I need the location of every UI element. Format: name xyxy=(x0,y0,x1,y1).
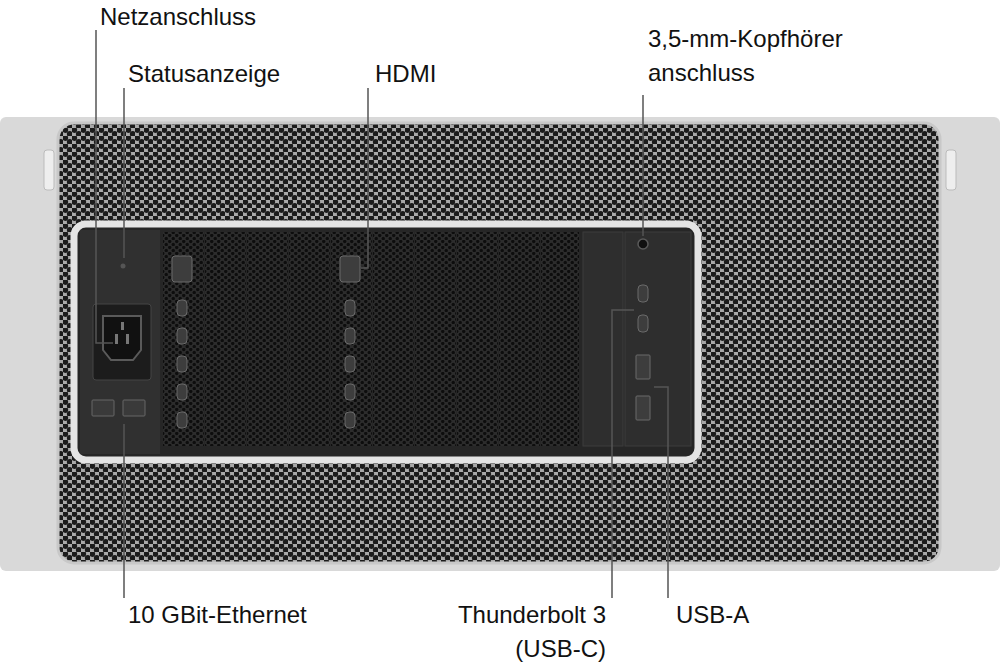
leader-line xyxy=(123,88,125,258)
thunderbolt-port xyxy=(177,356,187,372)
iec-connector xyxy=(103,316,141,360)
status-led xyxy=(121,264,126,269)
thunderbolt-port xyxy=(638,315,648,332)
thunderbolt-port xyxy=(638,285,648,302)
callout-label: Netzanschluss xyxy=(100,0,400,34)
thunderbolt-port xyxy=(177,328,187,344)
leader-line xyxy=(642,95,644,236)
callout-label: 10 GBit-Ethernet xyxy=(128,598,428,632)
pci-slots xyxy=(163,232,579,446)
pci-slot xyxy=(541,232,579,446)
graphics-card xyxy=(340,256,360,428)
ethernet-port xyxy=(92,400,114,416)
leader-line xyxy=(123,424,125,598)
leader-lines xyxy=(96,30,668,598)
headphone-jack xyxy=(638,239,648,249)
leader-line xyxy=(361,88,368,268)
iec-pin xyxy=(121,322,124,330)
thunderbolt-port xyxy=(345,384,355,400)
handle xyxy=(44,150,54,190)
leader-line xyxy=(96,30,113,343)
pci-slot xyxy=(499,232,540,446)
pci-slot xyxy=(415,232,456,446)
leader-line xyxy=(654,387,668,598)
port-panel xyxy=(74,224,698,460)
housing-frame xyxy=(0,117,1000,571)
usb-a-port xyxy=(636,396,650,420)
thunderbolt-port xyxy=(345,300,355,316)
pci-slot xyxy=(331,232,372,446)
hdmi-port xyxy=(340,256,360,282)
thunderbolt-port xyxy=(177,412,187,428)
io-card xyxy=(583,232,623,446)
pci-slot xyxy=(205,232,246,446)
thunderbolt-port xyxy=(345,356,355,372)
usb-a-port xyxy=(636,355,650,379)
power-socket xyxy=(93,304,151,380)
pci-slot xyxy=(247,232,288,446)
ethernet-port xyxy=(123,400,145,416)
callout-label: USB-A xyxy=(676,598,826,632)
callout-label: Statusanzeige xyxy=(128,57,348,91)
callout-label: Thunderbolt 3 (USB-C) xyxy=(410,598,606,666)
graphics-card xyxy=(172,256,192,428)
pci-slot xyxy=(373,232,414,446)
handle xyxy=(946,150,956,190)
io-card xyxy=(625,232,691,446)
leader-line xyxy=(612,310,634,598)
iec-pin xyxy=(115,334,118,344)
callout-label: HDMI xyxy=(375,57,525,91)
callout-label: 3,5-mm-Kopfhörer anschluss xyxy=(648,22,893,90)
power-section xyxy=(80,230,160,454)
thunderbolt-port xyxy=(345,328,355,344)
pci-slot xyxy=(289,232,330,446)
thunderbolt-port xyxy=(177,300,187,316)
pci-slot xyxy=(163,232,204,446)
thunderbolt-port xyxy=(345,412,355,428)
iec-pin xyxy=(126,334,129,344)
hdmi-port xyxy=(172,256,192,282)
front-grille xyxy=(58,123,940,563)
thunderbolt-port xyxy=(177,384,187,400)
pci-slot xyxy=(457,232,498,446)
